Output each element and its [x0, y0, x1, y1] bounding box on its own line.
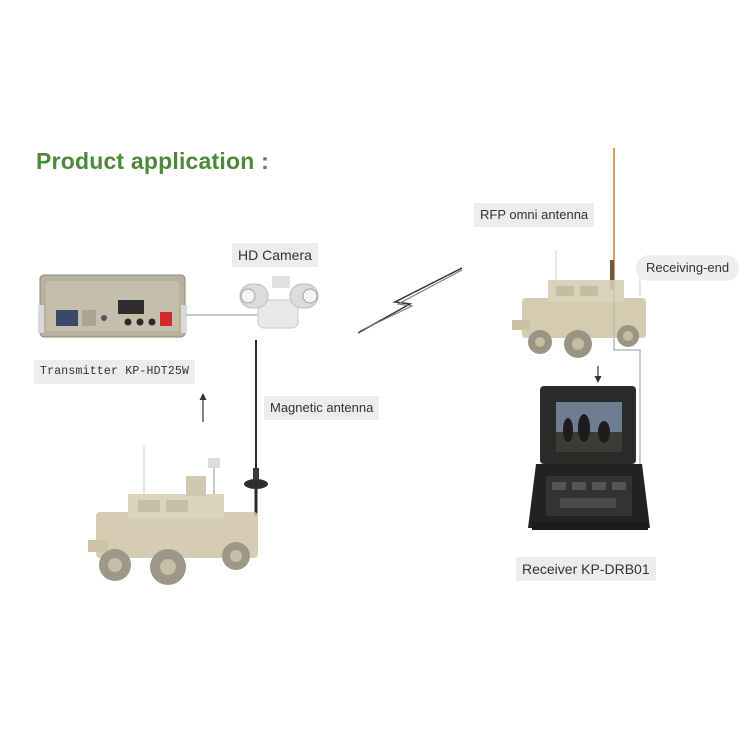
lightning-icon	[357, 267, 463, 334]
transmitter-device	[38, 274, 187, 338]
label-rfp-omni-antenna: RFP omni antenna	[474, 203, 595, 227]
label-transmitter: Transmitter KP-HDT25W	[34, 360, 196, 384]
arrow-up-icon	[199, 393, 207, 422]
receiver-case	[528, 386, 650, 530]
label-magnetic-antenna: Magnetic antenna	[264, 396, 380, 420]
rfp-omni-antenna	[610, 148, 615, 300]
label-hd-camera: HD Camera	[232, 243, 318, 267]
magnetic-antenna	[244, 340, 268, 516]
label-receiver: Receiver KP-DRB01	[516, 557, 656, 581]
hd-camera	[239, 276, 319, 329]
vehicle-right	[512, 250, 646, 358]
label-receiving-end: Receiving-end	[636, 255, 740, 281]
page-title: Product application :	[36, 148, 269, 174]
arrow-down-icon	[594, 366, 602, 383]
vehicle-left	[88, 446, 258, 585]
